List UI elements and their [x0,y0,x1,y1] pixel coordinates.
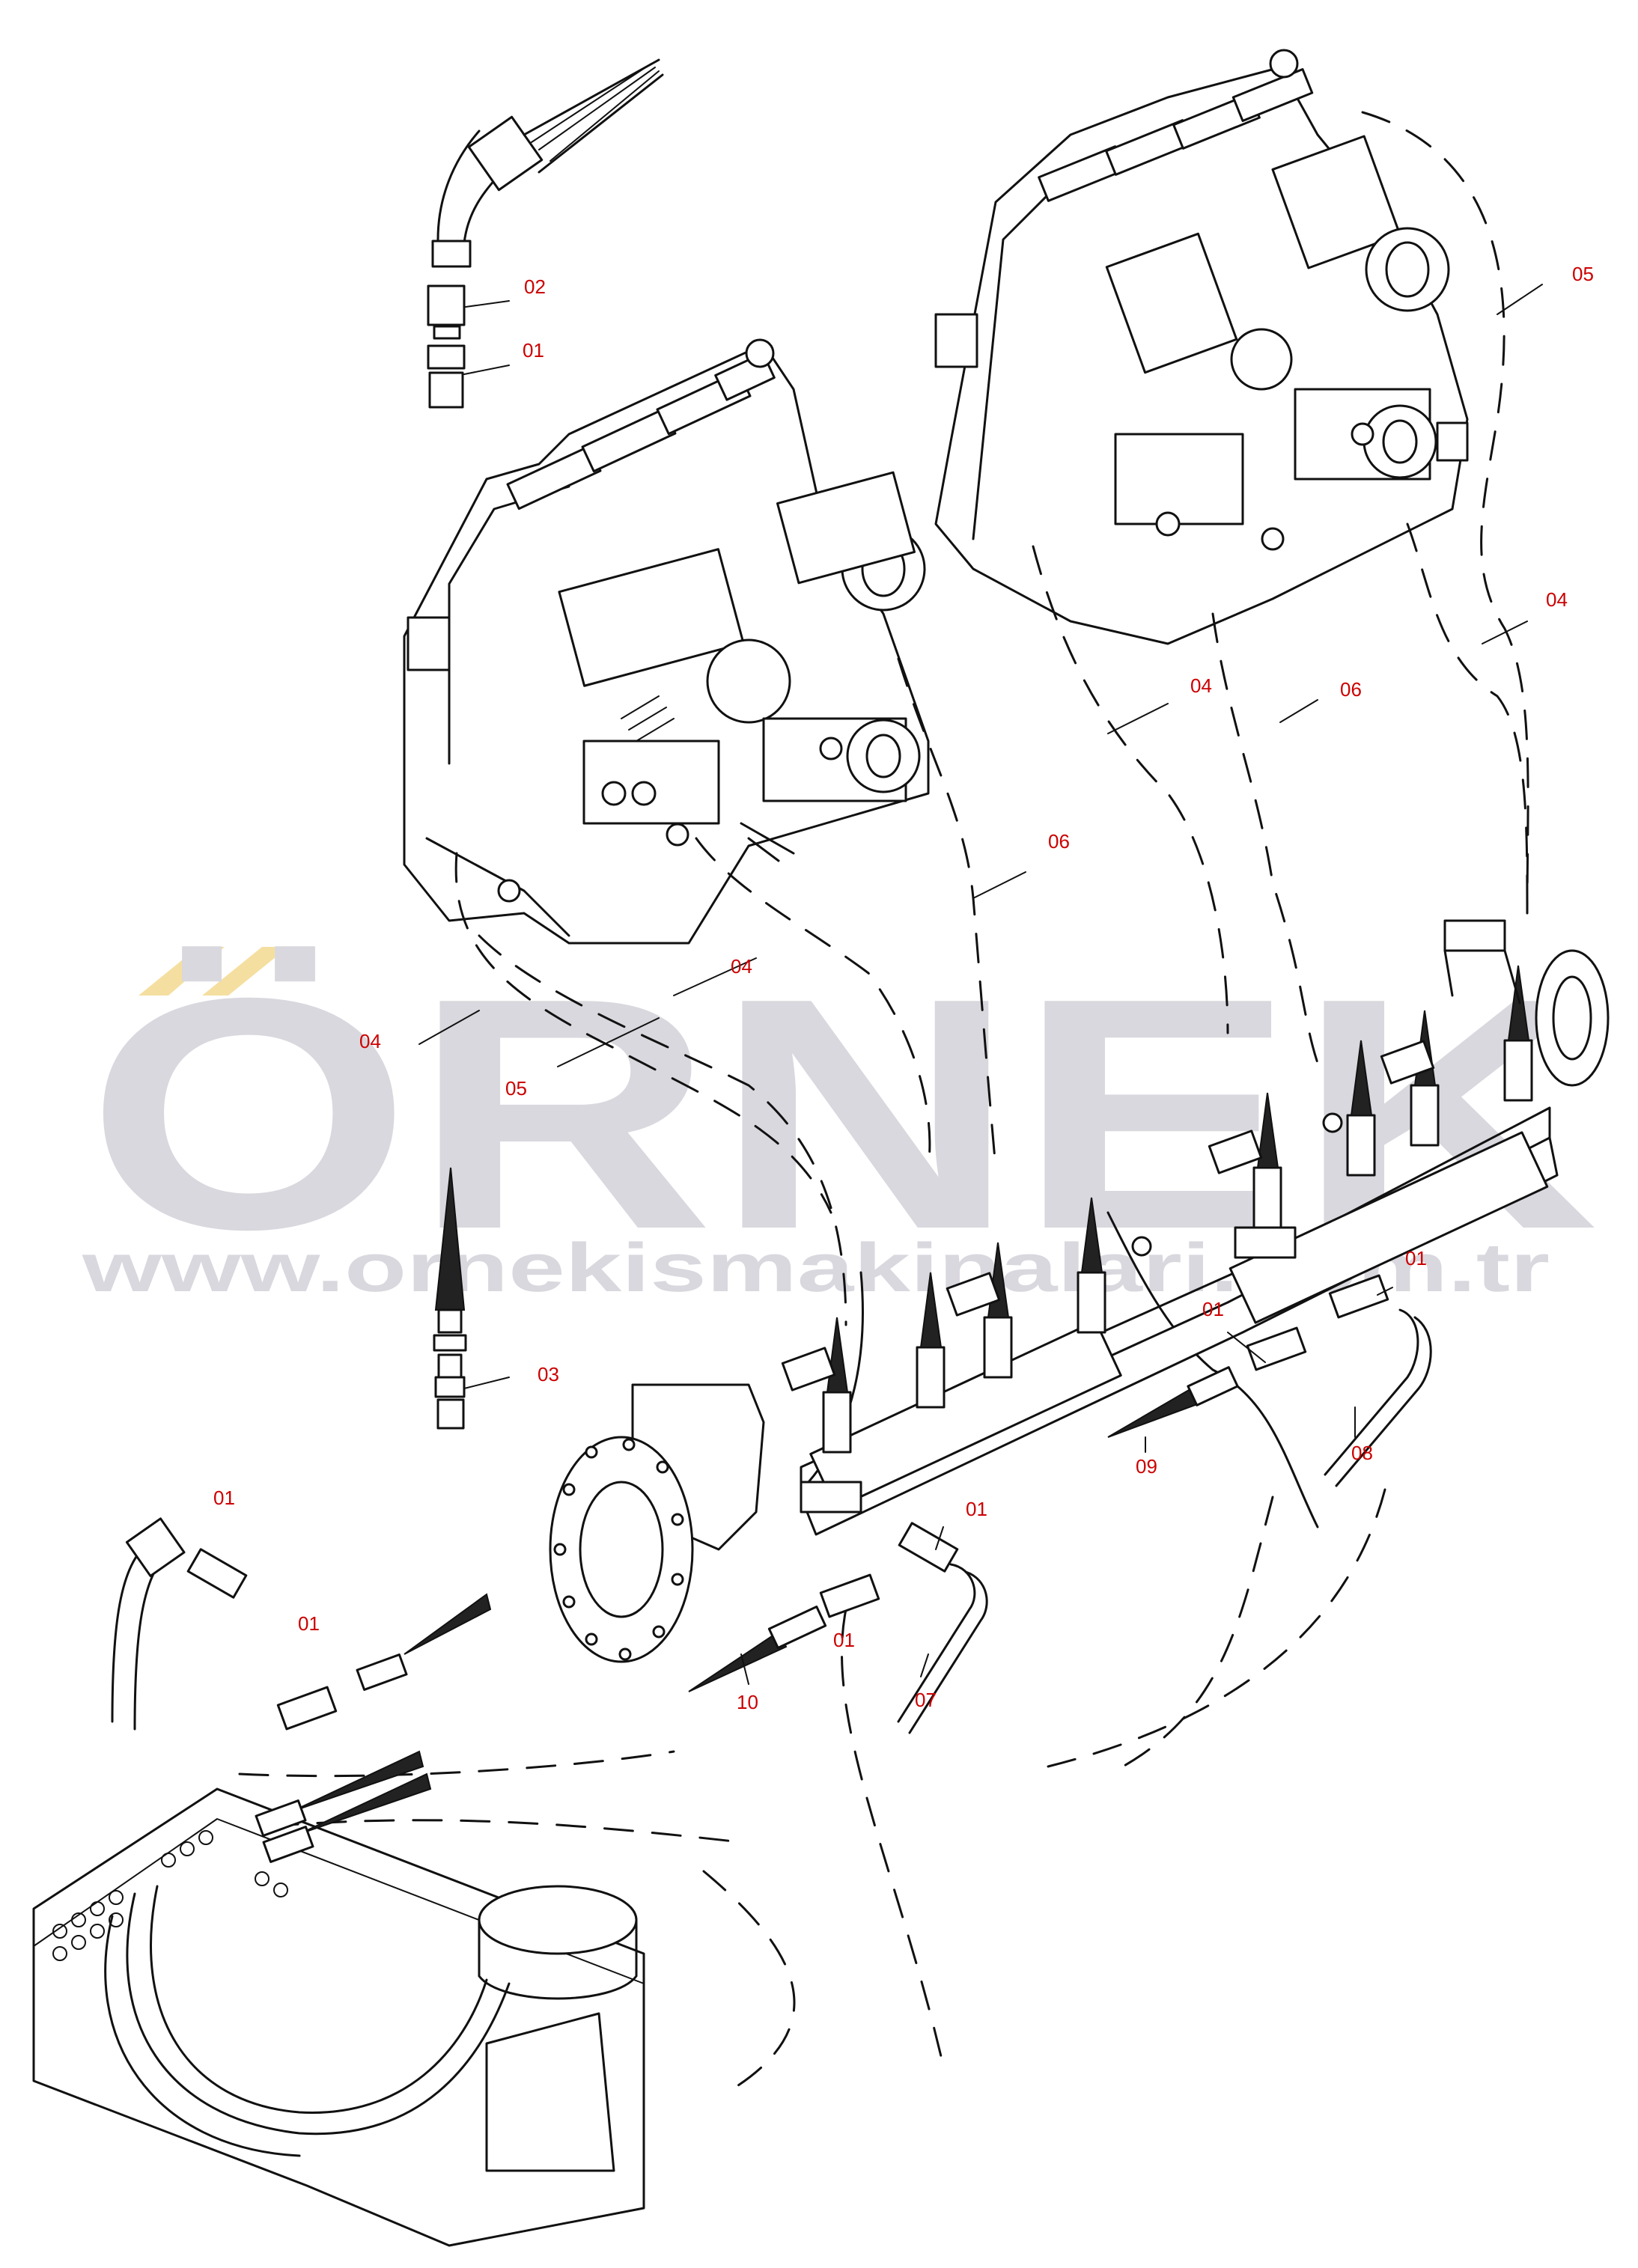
manifold-block [549,919,1610,1663]
port-holes [52,1830,288,1961]
callout-labels: 01 02 05 04 06 04 06 04 04 05 03 01 01 0… [213,263,1594,1713]
top-hose-assembly [427,58,664,409]
callout-01-top: 01 [523,339,544,362]
callout-01-lower: 01 [833,1629,855,1651]
callout-03: 03 [538,1363,559,1386]
callout-02: 02 [524,275,546,298]
leader-lines [418,284,1543,1685]
callout-05-left: 05 [505,1077,527,1100]
callout-04-middle: 04 [1190,674,1212,697]
callout-04-lower: 04 [731,955,752,978]
valve-stacks [822,1039,1533,1454]
pump-block-left [403,338,930,945]
callout-06-lower: 06 [1048,830,1070,853]
callout-08: 08 [1351,1442,1373,1464]
lower-tank-assembly [32,1517,645,2247]
callout-06-upper: 06 [1340,678,1362,701]
watermark: ÖRNEK www.ornekismakinalari.com.tr [82,930,1598,1306]
callout-05-right: 05 [1572,263,1594,285]
callout-01-far-left: 01 [213,1487,235,1509]
callout-01-right: 01 [1405,1247,1427,1269]
pump-block-right [934,49,1469,645]
callout-04-left: 04 [359,1030,381,1052]
hose-routing-lines [238,111,1529,2090]
callout-01-center: 01 [966,1498,987,1520]
callout-10: 10 [737,1691,758,1713]
callout-01-mid-right: 01 [1202,1298,1224,1320]
callout-09: 09 [1136,1455,1157,1478]
watermark-accent-left [138,947,225,996]
callout-04-right: 04 [1546,588,1568,611]
callout-07: 07 [915,1689,937,1711]
watermark-accent-right [202,947,288,996]
callout-01-left: 01 [298,1612,320,1635]
bolt-ring-left [553,1438,684,1661]
